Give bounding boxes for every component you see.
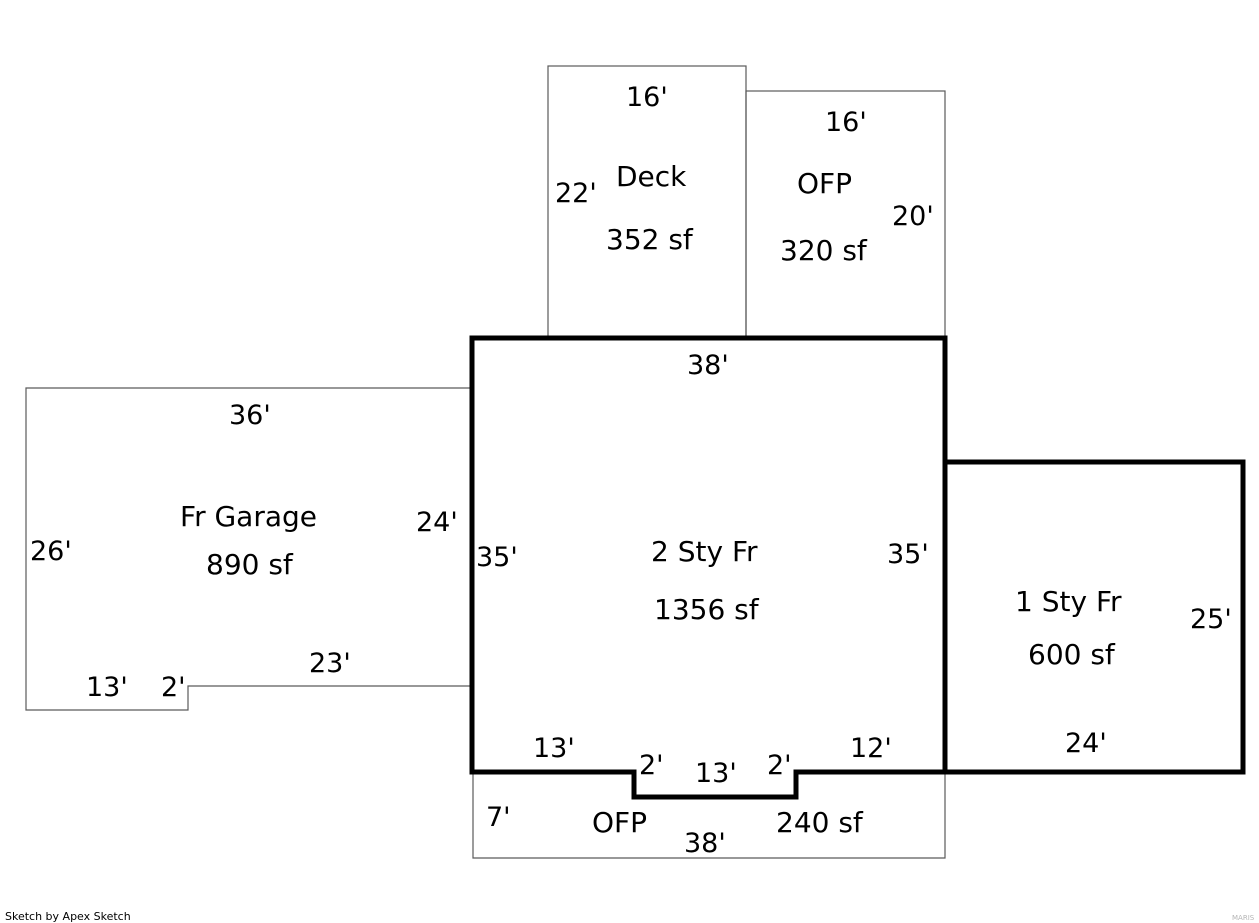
garage-step-dim: 2' (161, 672, 186, 703)
main-notch-left-dim: 2' (639, 750, 664, 781)
main-bottom-right-dim: 12' (850, 733, 892, 764)
deck-top-dim: 16' (626, 82, 668, 113)
one-story-outline (942, 459, 1246, 775)
main-bottom-left-dim: 13' (533, 733, 575, 764)
ofp-top-top-dim: 16' (825, 107, 867, 138)
main-notch-right-dim: 2' (767, 750, 792, 781)
watermark: MARIS (1232, 914, 1255, 922)
garage-name: Fr Garage (180, 500, 317, 533)
garage-left-dim: 26' (30, 536, 72, 567)
one-story-area: 600 sf (1028, 638, 1116, 671)
ofp-bottom-bottom-dim: 38' (684, 828, 726, 859)
sketch-credit: Sketch by Apex Sketch (5, 910, 131, 923)
ofp-bottom-outline (472, 772, 946, 859)
main-right-dim: 35' (887, 539, 929, 570)
main-area: 1356 sf (654, 593, 760, 626)
one-story-bottom-dim: 24' (1065, 728, 1107, 759)
ofp-bottom-area: 240 sf (776, 806, 864, 839)
garage-area: 890 sf (206, 548, 294, 581)
ofp-bottom-name: OFP (592, 806, 647, 839)
ofp-top-right-dim: 20' (892, 201, 934, 232)
garage-bottom-right-dim: 23' (309, 648, 351, 679)
main-left-dim: 35' (476, 542, 518, 573)
ofp-top-area: 320 sf (780, 234, 868, 267)
garage-bottom-left-dim: 13' (86, 672, 128, 703)
ofp-top-name: OFP (797, 167, 852, 200)
garage-right-dim: 24' (416, 507, 458, 538)
garage-top-dim: 36' (229, 400, 271, 431)
main-name: 2 Sty Fr (651, 535, 758, 568)
deck-area: 352 sf (606, 223, 694, 256)
deck-name: Deck (616, 160, 687, 193)
one-story-right-dim: 25' (1190, 604, 1232, 635)
main-notch-bottom-dim: 13' (695, 758, 737, 789)
one-story-name: 1 Sty Fr (1015, 585, 1122, 618)
ofp-bottom-left-dim: 7' (486, 802, 511, 833)
deck-left-dim: 22' (555, 178, 597, 209)
garage-outline (25, 387, 472, 711)
main-top-dim: 38' (687, 350, 729, 381)
